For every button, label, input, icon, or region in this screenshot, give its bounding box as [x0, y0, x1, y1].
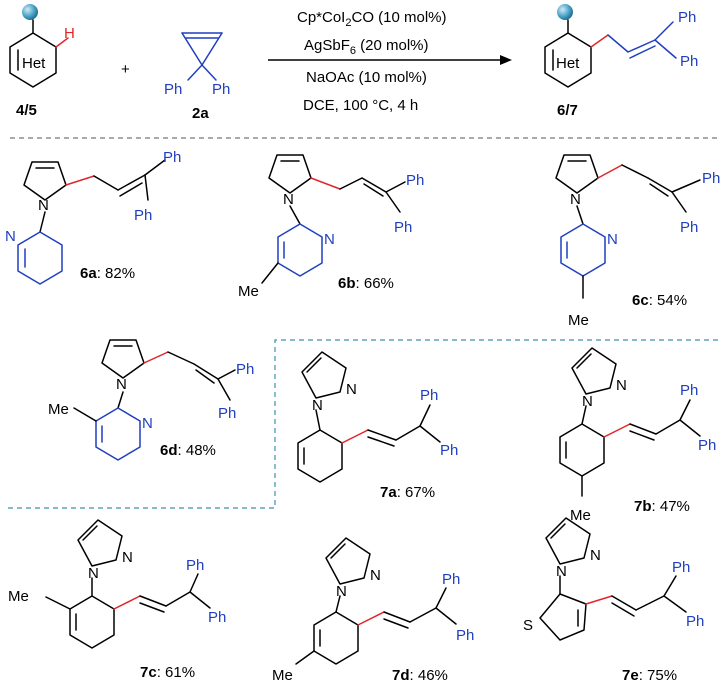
compound-6d: N Ph Ph N Me 6d: 48% — [48, 339, 254, 461]
methyl-label: Me — [48, 401, 69, 418]
compound-label-7c: 7c: 61% — [140, 664, 195, 681]
phenyl-label: Ph — [394, 219, 412, 236]
compound-label-6d: 6d: 48% — [160, 442, 216, 459]
het-label: Het — [556, 55, 580, 72]
phenyl-label: Ph — [164, 81, 182, 98]
reaction-conditions: Cp*CoI2CO (10 mol%) AgSbF6 (20 mol%) NaO… — [268, 9, 512, 114]
phenyl-label: Ph — [163, 149, 181, 166]
phenyl-label: Ph — [236, 361, 254, 378]
atom-n: N — [283, 191, 294, 208]
compound-label-7e: 7e: 75% — [622, 667, 677, 684]
atom-n: N — [607, 231, 618, 248]
methyl-label: Me — [568, 312, 589, 329]
compound-6a: N Ph Ph N 6a: 82% — [5, 149, 181, 285]
compound-6b: N Ph Ph N Me 6b: 66% — [238, 154, 424, 300]
product-general: Het Ph Ph 6/7 — [544, 4, 698, 119]
het-label: Het — [22, 55, 46, 72]
atom-s: S — [523, 617, 533, 634]
compound-7b: N N Me Ph Ph 7b: 47% — [559, 347, 716, 524]
atom-n: N — [38, 197, 49, 214]
phenyl-label: Ph — [456, 627, 474, 644]
substituent-sphere-icon — [557, 4, 573, 20]
phenyl-label: Ph — [680, 219, 698, 236]
phenyl-label: Ph — [440, 442, 458, 459]
phenyl-label: Ph — [698, 437, 716, 454]
condition-additive: AgSbF6 (20 mol%) — [304, 37, 429, 57]
reactant2-label: 2a — [192, 105, 209, 122]
atom-n: N — [88, 565, 99, 582]
compound-7d: N N Me Ph Ph 7d: 46% — [272, 537, 474, 684]
section-divider-l — [8, 339, 718, 509]
compound-label-7a: 7a: 67% — [380, 484, 435, 501]
methyl-label: Me — [272, 667, 293, 684]
phenyl-label: Ph — [208, 609, 226, 626]
substituent-sphere-icon — [22, 4, 38, 20]
atom-n: N — [312, 397, 323, 414]
phenyl-label: Ph — [686, 613, 704, 630]
atom-n: N — [370, 567, 381, 584]
phenyl-label: Ph — [678, 9, 696, 26]
compound-7c: N N Me Ph Ph 7c: 61% — [8, 519, 226, 681]
atom-n: N — [5, 228, 16, 245]
condition-solvent: DCE, 100 °C, 4 h — [303, 97, 418, 114]
phenyl-label: Ph — [442, 571, 460, 588]
compound-label-7b: 7b: 47% — [634, 498, 690, 515]
compound-label-6c: 6c: 54% — [632, 292, 687, 309]
arrow-head-icon — [500, 55, 512, 65]
atom-n: N — [570, 191, 581, 208]
atom-n: N — [142, 415, 153, 432]
compound-label-7d: 7d: 46% — [392, 667, 448, 684]
atom-n: N — [122, 549, 133, 566]
phenyl-label: Ph — [186, 557, 204, 574]
atom-n: N — [616, 377, 627, 394]
reactant1-label: 4/5 — [16, 102, 37, 119]
phenyl-label: Ph — [672, 559, 690, 576]
atom-n: N — [324, 231, 335, 248]
phenyl-label: Ph — [212, 81, 230, 98]
condition-base: NaOAc (10 mol%) — [306, 69, 427, 86]
methyl-label: Me — [238, 283, 259, 300]
phenyl-label: Ph — [420, 387, 438, 404]
compound-label-6b: 6b: 66% — [338, 275, 394, 292]
phenyl-label: Ph — [680, 382, 698, 399]
reactant-cyclopropene: Ph Ph 2a — [164, 32, 230, 122]
atom-n: N — [116, 376, 127, 393]
compound-label-6a: 6a: 82% — [80, 265, 135, 282]
methyl-label: Me — [8, 588, 29, 605]
plus-sign: + — [121, 61, 130, 78]
atom-n: N — [590, 547, 601, 564]
hydrogen-label: H — [64, 25, 75, 42]
phenyl-label: Ph — [680, 53, 698, 70]
phenyl-label: Ph — [406, 172, 424, 189]
phenyl-label: Ph — [218, 405, 236, 422]
compound-7e: N N S Ph Ph 7e: 75% — [523, 517, 704, 684]
atom-n: N — [556, 563, 567, 580]
phenyl-label: Ph — [702, 170, 720, 187]
condition-catalyst: Cp*CoI2CO (10 mol%) — [297, 9, 447, 29]
compound-7a: N N Ph Ph 7a: 67% — [297, 351, 458, 501]
reactant-aryl-het: H Het 4/5 — [9, 4, 75, 119]
phenyl-label: Ph — [134, 207, 152, 224]
product-label: 6/7 — [557, 102, 578, 119]
atom-n: N — [346, 381, 357, 398]
atom-n: N — [582, 393, 593, 410]
methyl-label: Me — [570, 507, 591, 524]
compound-6c: N Ph Ph N Me 6c: 54% — [555, 154, 720, 329]
atom-n: N — [336, 583, 347, 600]
